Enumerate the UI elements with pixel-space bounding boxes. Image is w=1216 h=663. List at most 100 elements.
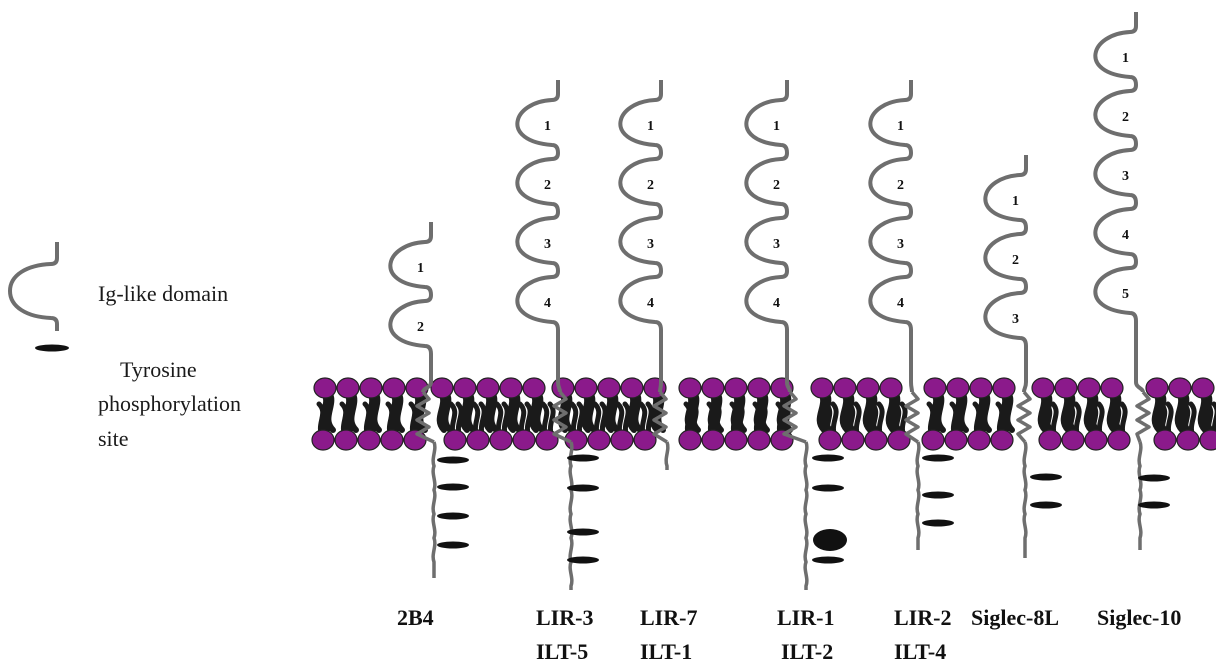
lipid-head bbox=[701, 429, 725, 451]
label-lir3: LIR-3 bbox=[536, 605, 593, 630]
lipid-head bbox=[489, 429, 513, 451]
tyrosine-phosphorylation-site bbox=[1030, 473, 1062, 481]
lipid-head bbox=[357, 429, 381, 451]
tyrosine-phosphorylation-site bbox=[437, 512, 469, 520]
lipid-head bbox=[336, 377, 360, 399]
lipid-head bbox=[380, 429, 404, 451]
lipid-head bbox=[770, 429, 794, 451]
lipid-head bbox=[476, 377, 500, 399]
label-lir2: LIR-2 bbox=[894, 605, 951, 630]
domain-number: 2 bbox=[773, 178, 780, 193]
lipid-head bbox=[1100, 377, 1124, 399]
lipid-head bbox=[610, 429, 634, 451]
lipid-head bbox=[430, 377, 454, 399]
lipid-head bbox=[359, 377, 383, 399]
tyrosine-phosphorylation-site bbox=[812, 454, 844, 462]
lipid-head bbox=[587, 429, 611, 451]
domain-number: 1 bbox=[773, 119, 780, 134]
receptor-transmembrane bbox=[904, 390, 920, 444]
lipid-head bbox=[633, 429, 657, 451]
domain-number: 1 bbox=[544, 119, 551, 134]
domain-number: 2 bbox=[1122, 110, 1129, 125]
domain-number: 2 bbox=[647, 178, 654, 193]
domain-number: 2 bbox=[897, 178, 904, 193]
tyrosine-phosphorylation-site bbox=[812, 484, 844, 492]
label-2b4: 2B4 bbox=[397, 605, 434, 630]
receptor: 12 bbox=[388, 222, 469, 578]
lipid-head bbox=[724, 429, 748, 451]
lipid-head bbox=[1191, 377, 1215, 399]
tyrosine-label-line3: site bbox=[98, 426, 129, 451]
lipid-head bbox=[1054, 377, 1078, 399]
domain-number: 2 bbox=[417, 320, 424, 335]
tyrosine-phosphorylation-site bbox=[437, 456, 469, 464]
label-ilt4: ILT-4 bbox=[894, 639, 946, 663]
tyrosine-phosphorylation-site bbox=[567, 484, 599, 492]
domain-number: 3 bbox=[897, 237, 904, 252]
lipid-heads bbox=[311, 377, 1216, 451]
receptor-transmembrane bbox=[415, 390, 435, 444]
receptor-extracellular-chain bbox=[983, 155, 1029, 393]
lipid-head bbox=[574, 377, 598, 399]
domain-number: 1 bbox=[1012, 194, 1019, 209]
lipid-head bbox=[887, 429, 911, 451]
lipid-head bbox=[944, 429, 968, 451]
domain-number: 2 bbox=[544, 178, 551, 193]
lipid-head bbox=[443, 429, 467, 451]
lipid-head bbox=[1038, 429, 1062, 451]
domain-number: 1 bbox=[417, 261, 424, 276]
lipid-head bbox=[1176, 429, 1200, 451]
domain-number: 4 bbox=[773, 296, 780, 311]
domain-number: 3 bbox=[1012, 312, 1019, 327]
domain-number: 4 bbox=[544, 296, 551, 311]
tyrosine-label-line2: phosphorylation bbox=[98, 391, 241, 416]
lipid-head bbox=[747, 377, 771, 399]
tyrosine-phosphorylation-site bbox=[567, 528, 599, 536]
lipid-head bbox=[864, 429, 888, 451]
tyrosine-phosphorylation-site bbox=[437, 541, 469, 549]
lipid-head bbox=[1145, 377, 1169, 399]
receptor-cytoplasmic-tail bbox=[1137, 441, 1143, 550]
tyrosine-site-legend-icon bbox=[35, 344, 69, 352]
domain-number: 5 bbox=[1122, 287, 1129, 302]
domain-number: 1 bbox=[647, 119, 654, 134]
ig-domain-legend-icon bbox=[7, 242, 59, 331]
receptor-cytoplasmic-tail bbox=[803, 441, 809, 590]
lipid-head bbox=[1084, 429, 1108, 451]
lipid-head bbox=[967, 429, 991, 451]
receptor-extracellular-chain bbox=[744, 80, 792, 393]
receptor: 123 bbox=[983, 155, 1062, 558]
lipid-head bbox=[311, 429, 335, 451]
lipid-head bbox=[856, 377, 880, 399]
tyrosine-phosphorylation-site bbox=[922, 454, 954, 462]
lipid-head bbox=[382, 377, 406, 399]
tyrosine-phosphorylation-site bbox=[567, 454, 599, 462]
itsm-motif bbox=[813, 529, 847, 551]
lipid-head bbox=[701, 377, 725, 399]
ig-like-domain-label: Ig-like domain bbox=[98, 281, 228, 306]
label-siglec8l: Siglec-8L bbox=[971, 605, 1059, 630]
label-siglec10: Siglec-10 bbox=[1097, 605, 1181, 630]
domain-number: 3 bbox=[773, 237, 780, 252]
lipid-head bbox=[620, 377, 644, 399]
domain-number: 1 bbox=[1122, 51, 1129, 66]
label-lir7: LIR-7 bbox=[640, 605, 697, 630]
tyrosine-phosphorylation-site bbox=[922, 519, 954, 527]
lipid-head bbox=[499, 377, 523, 399]
receptor-extracellular-chain bbox=[868, 80, 914, 393]
lipid-head bbox=[522, 377, 546, 399]
lipid-head bbox=[841, 429, 865, 451]
label-ilt1: ILT-1 bbox=[640, 639, 692, 663]
domain-number: 3 bbox=[1122, 169, 1129, 184]
lipid-head bbox=[923, 377, 947, 399]
receptor-labels: 2B4 LIR-3 ILT-5 LIR-7 ILT-1 LIR-1 ILT-2 … bbox=[397, 605, 1181, 663]
lipid-head bbox=[453, 377, 477, 399]
lipid-head bbox=[921, 429, 945, 451]
receptor-cytoplasmic-tail bbox=[915, 441, 921, 550]
lipid-head bbox=[879, 377, 903, 399]
domain-number: 3 bbox=[647, 237, 654, 252]
